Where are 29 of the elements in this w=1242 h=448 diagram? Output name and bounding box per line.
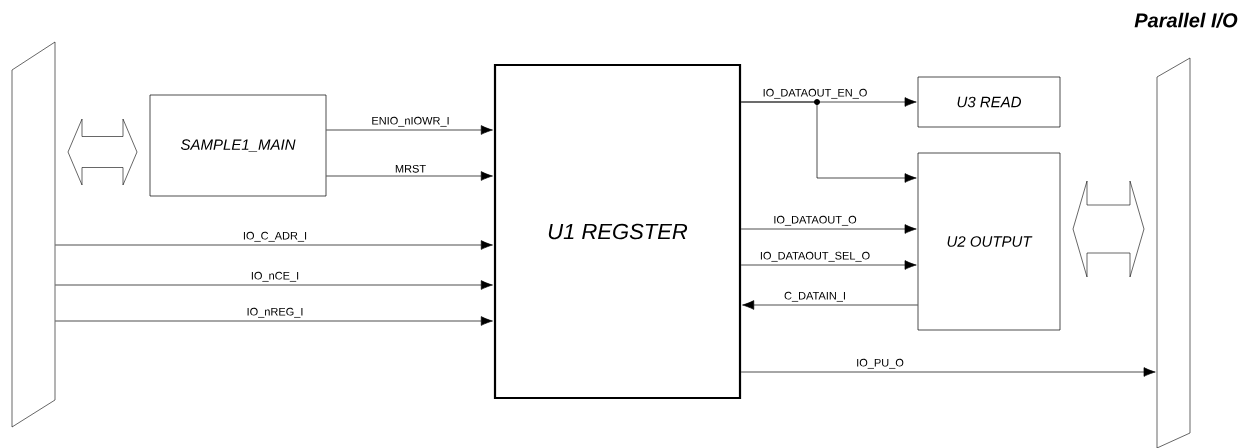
signal-label: IO_PU_O: [857, 358, 904, 369]
node-label: Parallel I/O: [1134, 12, 1238, 28]
port-panel: Parallel I/O: [1134, 12, 1238, 448]
signal-arrow: [326, 125, 493, 135]
signal-arrow: [55, 316, 493, 326]
signal-label: MRST: [395, 164, 426, 173]
signal-arrow: [740, 224, 917, 234]
signal-label: IO_nREG_I: [247, 307, 303, 318]
module-box: SAMPLE1_MAIN: [149, 94, 327, 197]
register-block: U1 REGSTER: [493, 63, 742, 400]
signal-label: IO_nCE_I: [251, 271, 299, 282]
signal-arrow: [742, 300, 918, 310]
signal-arrow: [740, 260, 917, 270]
module-box: U3 READ: [917, 76, 1061, 128]
bus-arrow: [67, 118, 138, 186]
signal-arrow: [55, 280, 493, 290]
signal-arrow: [740, 367, 1156, 377]
bus-arrow: [1072, 180, 1145, 278]
signal-label: IO_DATAOUT_EN_O: [763, 88, 867, 99]
port-panel: [11, 41, 56, 428]
signal-label: C_DATAIN_I: [784, 291, 845, 302]
signal-label: IO_C_ADR_I: [243, 231, 307, 242]
signal-arrow: [326, 171, 493, 181]
signal-arrow: [55, 240, 493, 250]
signal-label: IO_DATAOUT_O: [774, 215, 857, 226]
signal-label: IO_DATAOUT_SEL_O: [760, 251, 870, 262]
signal-label: ENIO_nIOWR_I: [372, 116, 449, 127]
module-box: U2 OUTPUT: [917, 152, 1061, 331]
branch-arrow: [740, 101, 917, 183]
